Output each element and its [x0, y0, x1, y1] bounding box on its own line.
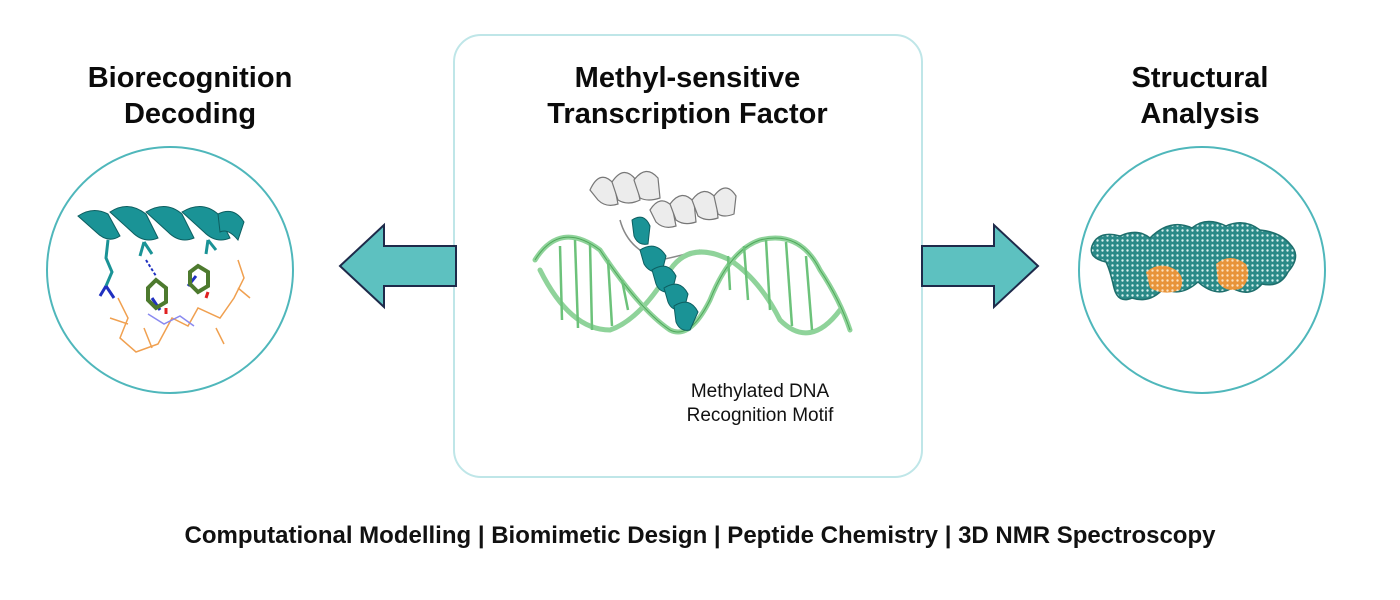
- structural-analysis-title: Structural Analysis: [1050, 60, 1350, 132]
- title-line: Analysis: [1140, 98, 1260, 130]
- methylated-dna-motif-label: Methylated DNA Recognition Motif: [650, 380, 870, 428]
- helix-dna-interaction-circle: [46, 146, 294, 394]
- title-line: Decoding: [123, 98, 257, 130]
- title-line: Biorecognition: [87, 62, 293, 94]
- label-line: Recognition Motif: [686, 405, 834, 426]
- protein-dna-complex-icon: [532, 170, 853, 336]
- surface-mesh-circle: [1078, 146, 1326, 394]
- biorecognition-decoding-title: Biorecognition Decoding: [40, 60, 340, 132]
- arrow-left-icon: [336, 222, 462, 310]
- title-line: Structural: [1131, 62, 1269, 94]
- surface-mesh-icon: [1090, 220, 1297, 301]
- title-line: Transcription Factor: [547, 98, 828, 130]
- arrow-right-icon: [916, 222, 1042, 310]
- methods-footer: Computational Modelling | Biomimetic Des…: [184, 522, 1216, 549]
- title-line: Methyl-sensitive: [574, 62, 801, 94]
- label-line: Methylated DNA: [690, 381, 830, 402]
- transcription-factor-title: Methyl-sensitive Transcription Factor: [455, 60, 920, 132]
- helix-dna-interaction-icon: [77, 206, 251, 353]
